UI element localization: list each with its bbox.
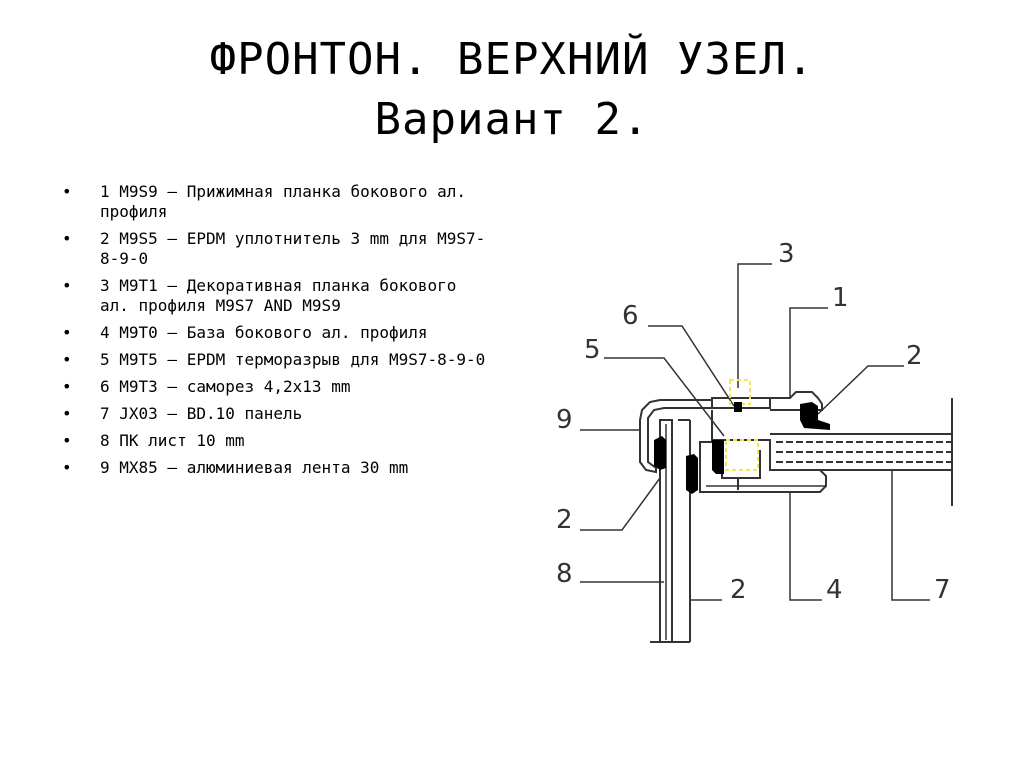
seals — [654, 402, 830, 494]
leader-6 — [648, 325, 735, 407]
list-item-text: 5 M9T5 – EPDM терморазрыв для M9S7-8-9-0 — [100, 350, 486, 369]
callout-6: 6 — [622, 301, 639, 331]
bullet-icon: • — [62, 377, 72, 396]
list-item-text: 6 M9T3 – саморез 4,2x13 mm — [100, 377, 351, 396]
callout-2-left: 2 — [556, 505, 573, 535]
list-item: • 4 M9T0 – База бокового ал. профиля — [62, 323, 492, 343]
title-line-2: Вариант 2. — [374, 94, 650, 145]
callout-3: 3 — [778, 239, 795, 269]
list-item-text: 3 M9T1 – Декоративная планка бокового ал… — [100, 276, 457, 315]
list-item-text: 2 M9S5 – EPDM уплотнитель 3 mm для M9S7-… — [100, 229, 486, 268]
screw-head-outline — [729, 379, 751, 405]
component-list: • 1 M9S9 – Прижимная планка бокового ал. … — [62, 182, 492, 485]
bullet-icon: • — [62, 323, 72, 342]
bullet-icon: • — [62, 458, 72, 477]
leader-2-left — [580, 477, 661, 531]
seal-left-lower — [686, 454, 698, 494]
title-line-1: ФРОНТОН. ВЕРХНИЙ УЗЕЛ. — [209, 34, 815, 85]
bullet-icon: • — [62, 229, 72, 248]
callout-8: 8 — [556, 559, 573, 589]
list-item-text: 9 MX85 – алюминиевая лента 30 mm — [100, 458, 409, 477]
list-item: • 8 ПК лист 10 mm — [62, 431, 492, 451]
drawing-lines — [580, 263, 953, 643]
list-item: • 3 M9T1 – Декоративная планка бокового а… — [62, 276, 492, 316]
callout-2-bottom: 2 — [730, 575, 747, 605]
list-item: • 6 M9T3 – саморез 4,2x13 mm — [62, 377, 492, 397]
leader-2-bottom — [689, 496, 722, 601]
callout-4: 4 — [826, 575, 843, 605]
list-item-text: 8 ПК лист 10 mm — [100, 431, 245, 450]
screw-head — [734, 402, 742, 412]
list-item-text: 1 M9S9 – Прижимная планка бокового ал. п… — [100, 182, 467, 221]
screw-highlight — [725, 379, 759, 471]
bullet-icon: • — [62, 350, 72, 369]
tape-profile-outline — [639, 399, 713, 474]
leader-5 — [604, 357, 725, 437]
leader-7 — [891, 470, 930, 601]
callout-9: 9 — [556, 405, 573, 435]
callout-5: 5 — [584, 335, 601, 365]
slide-title: ФРОНТОН. ВЕРХНИЙ УЗЕЛ. Вариант 2. — [0, 30, 1024, 150]
channel — [721, 450, 761, 479]
technical-drawing: 3 1 2 6 5 9 2 8 2 4 7 — [556, 239, 953, 643]
bullet-icon: • — [62, 182, 72, 201]
seal-right — [800, 402, 830, 430]
leader-3 — [737, 263, 772, 388]
list-item: • 1 M9S9 – Прижимная планка бокового ал. … — [62, 182, 492, 222]
list-item: • 5 M9T5 – EPDM терморазрыв для M9S7-8-9-… — [62, 350, 492, 370]
callout-1: 1 — [832, 283, 849, 313]
leader-1 — [789, 307, 828, 398]
list-item-text: 4 M9T0 – База бокового ал. профиля — [100, 323, 428, 342]
bullet-icon: • — [62, 404, 72, 423]
callout-labels: 3 1 2 6 5 9 2 8 2 4 7 — [556, 239, 951, 605]
bullet-icon: • — [62, 276, 72, 295]
leader-2-right — [817, 365, 904, 415]
screw-body-outline — [725, 439, 759, 471]
bullet-icon: • — [62, 431, 72, 450]
callout-2-right: 2 — [906, 341, 923, 371]
seal-left — [654, 436, 666, 470]
clamp-profile — [760, 391, 823, 411]
leader-4 — [789, 492, 822, 601]
list-item: • 2 M9S5 – EPDM уплотнитель 3 mm для M9S7… — [62, 229, 492, 269]
callout-7: 7 — [934, 575, 951, 605]
thermal-break — [712, 440, 724, 474]
list-item: • 9 MX85 – алюминиевая лента 30 mm — [62, 458, 492, 478]
list-item-text: 7 JX03 – BD.10 панель — [100, 404, 303, 423]
list-item: • 7 JX03 – BD.10 панель — [62, 404, 492, 424]
